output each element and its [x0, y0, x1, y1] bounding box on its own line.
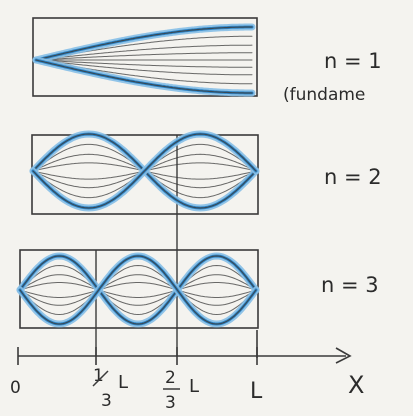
wave-inner-line [19, 264, 257, 316]
third-numerator: 1 [93, 366, 104, 386]
axis-two-thirds-label: 2 3 L [163, 368, 199, 413]
axis-third-label: 1 3 L [92, 366, 128, 411]
panel-2-label: n = 2 [324, 165, 382, 189]
wave-envelope-pencil [35, 59, 253, 94]
axis-x-label: X [348, 371, 364, 399]
wave-envelope-pencil [19, 255, 257, 325]
wave-inner-line [35, 52, 253, 61]
wave-inner-line [35, 59, 253, 68]
x-axis-arrowhead [335, 347, 352, 364]
wave-envelope-pencil [19, 255, 257, 325]
two-thirds-denominator: 3 [165, 393, 176, 413]
wave-inner-line [19, 282, 257, 298]
panel-1-label: n = 1 [324, 49, 382, 73]
third-fraction-bar [92, 370, 109, 387]
wave-inner-line [19, 264, 257, 316]
two-thirds-L: L [189, 376, 199, 397]
panel-1-sublabel: (fundame [283, 85, 365, 105]
wave-envelope-pencil [35, 26, 253, 61]
wave-envelope-pencil [32, 133, 257, 209]
wave-mode-2 [29, 130, 260, 212]
wave-mode-3 [16, 252, 260, 328]
panel-box-1 [32, 17, 258, 97]
axis-end-label: L [250, 379, 263, 404]
wave-inner-line [35, 59, 253, 76]
two-thirds-numerator: 2 [165, 368, 176, 388]
panel-3-label: n = 3 [321, 273, 379, 297]
wave-inner-line [19, 282, 257, 298]
wave-inner-line [19, 274, 257, 306]
third-L: L [118, 372, 128, 393]
axis-origin-label: 0 [10, 378, 21, 398]
wave-mode-1 [32, 23, 256, 97]
wave-inner-line [19, 274, 257, 306]
wave-inner-line [35, 44, 253, 61]
third-denominator: 3 [101, 391, 112, 411]
